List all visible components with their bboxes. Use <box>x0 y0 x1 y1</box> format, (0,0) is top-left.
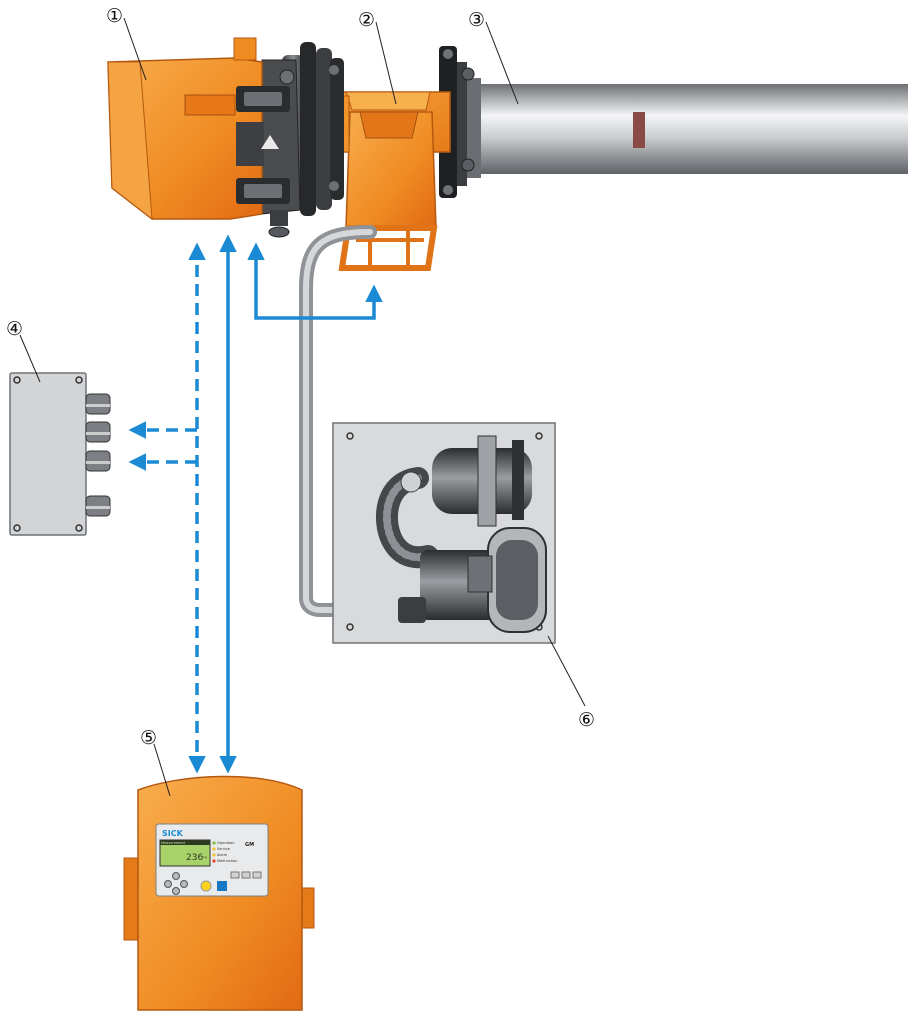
connections <box>128 234 383 774</box>
warning-triangle-icon <box>261 135 279 149</box>
func-key-1[interactable] <box>230 871 240 879</box>
status-service: Service <box>217 847 230 851</box>
lcd-title: Measurement <box>161 841 186 845</box>
device-label: GM <box>245 842 254 848</box>
measuring-duct <box>478 84 908 174</box>
lcd-value: 236 <box>186 853 203 863</box>
callout-5: ⑤ <box>140 727 157 749</box>
purge-air-unit <box>332 422 556 644</box>
key-down[interactable] <box>172 887 180 895</box>
status-alarm: Alarm <box>217 853 228 857</box>
link-sender-purge-fixture <box>247 242 383 320</box>
duct-marker <box>633 112 645 148</box>
nav-keypad[interactable] <box>164 872 188 895</box>
callout-3: ③ <box>468 9 485 31</box>
lcd-unit: mg <box>202 855 207 859</box>
meta-key[interactable] <box>217 881 227 891</box>
cable-gland <box>85 393 111 517</box>
callout-leaders <box>19 17 586 797</box>
status-operation: Operation <box>217 841 234 845</box>
callout-6: ⑥ <box>578 709 595 731</box>
junction-box <box>9 372 111 536</box>
purge-air-fixture <box>334 91 451 271</box>
key-right[interactable] <box>180 880 188 888</box>
sender-receiver-unit <box>107 37 344 238</box>
enter-key[interactable] <box>200 880 212 892</box>
func-key-3[interactable] <box>252 871 262 879</box>
status-malfunction: Malfunction <box>217 859 237 863</box>
key-up[interactable] <box>172 872 180 880</box>
callout-4: ④ <box>6 318 23 340</box>
control-unit: SICK Measurement 236 mg Operation Servic… <box>123 775 315 1011</box>
func-key-2[interactable] <box>241 871 251 879</box>
key-left[interactable] <box>164 880 172 888</box>
callouts: ① ② ③ ④ ⑤ ⑥ <box>6 5 595 749</box>
sick-logo: SICK <box>162 829 184 838</box>
callout-2: ② <box>358 9 375 31</box>
callout-1: ① <box>106 5 123 27</box>
